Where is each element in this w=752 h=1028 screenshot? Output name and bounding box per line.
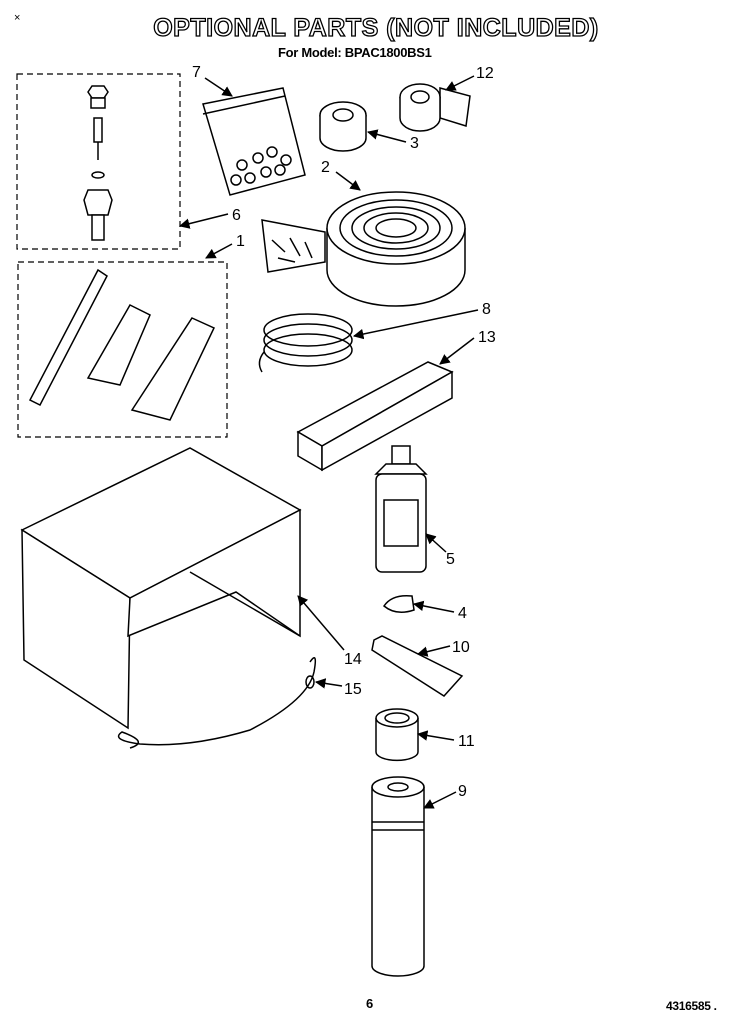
callout-5: 5	[446, 551, 455, 568]
part-12-tape-roll	[399, 83, 471, 132]
part-4-plug	[383, 594, 415, 613]
callout-9: 9	[458, 783, 467, 800]
page-title: OPTIONAL PARTS (NOT INCLUDED)	[153, 13, 599, 42]
callout-15: 15	[344, 681, 362, 698]
callout-4: 4	[458, 605, 467, 622]
page-number: 6	[366, 996, 374, 1011]
part-9-filter-cylinder	[371, 776, 425, 977]
callout-3: 3	[410, 135, 419, 152]
callout-10: 10	[452, 639, 470, 656]
callout-1: 1	[236, 233, 245, 250]
leader-lines	[178, 75, 479, 809]
part-1-sealant-kit	[17, 261, 228, 438]
callout-2: 2	[321, 159, 330, 176]
callout-7: 7	[192, 64, 201, 81]
part-5-bottle	[374, 445, 428, 573]
callout-14: 14	[344, 651, 362, 668]
part-14-cover	[20, 447, 302, 730]
callout-8: 8	[482, 301, 491, 318]
document-number: 4316585 .	[666, 999, 717, 1013]
corner-mark: ×	[14, 12, 21, 24]
part-10-small-tube	[371, 635, 464, 697]
part-2-tubing-coil	[261, 191, 466, 307]
part-8-wire-coil	[258, 313, 353, 373]
callout-6: 6	[232, 207, 241, 224]
part-3-insulation-tape	[319, 101, 367, 152]
callout-13: 13	[478, 329, 496, 346]
part-15-cord	[117, 657, 317, 749]
callout-12: 12	[476, 65, 494, 82]
part-7-fittings-bag	[202, 87, 306, 196]
callout-numbers: 7 12 3 2 6 1 8 13 5 4 10 14 15 11 9	[192, 64, 496, 800]
model-line: For Model: BPAC1800BS1	[278, 45, 432, 60]
part-11-filter-ring	[375, 708, 419, 762]
part-13-foam-strip	[296, 361, 454, 472]
callout-11: 11	[458, 733, 475, 750]
part-6-valve-fitting	[16, 73, 181, 250]
